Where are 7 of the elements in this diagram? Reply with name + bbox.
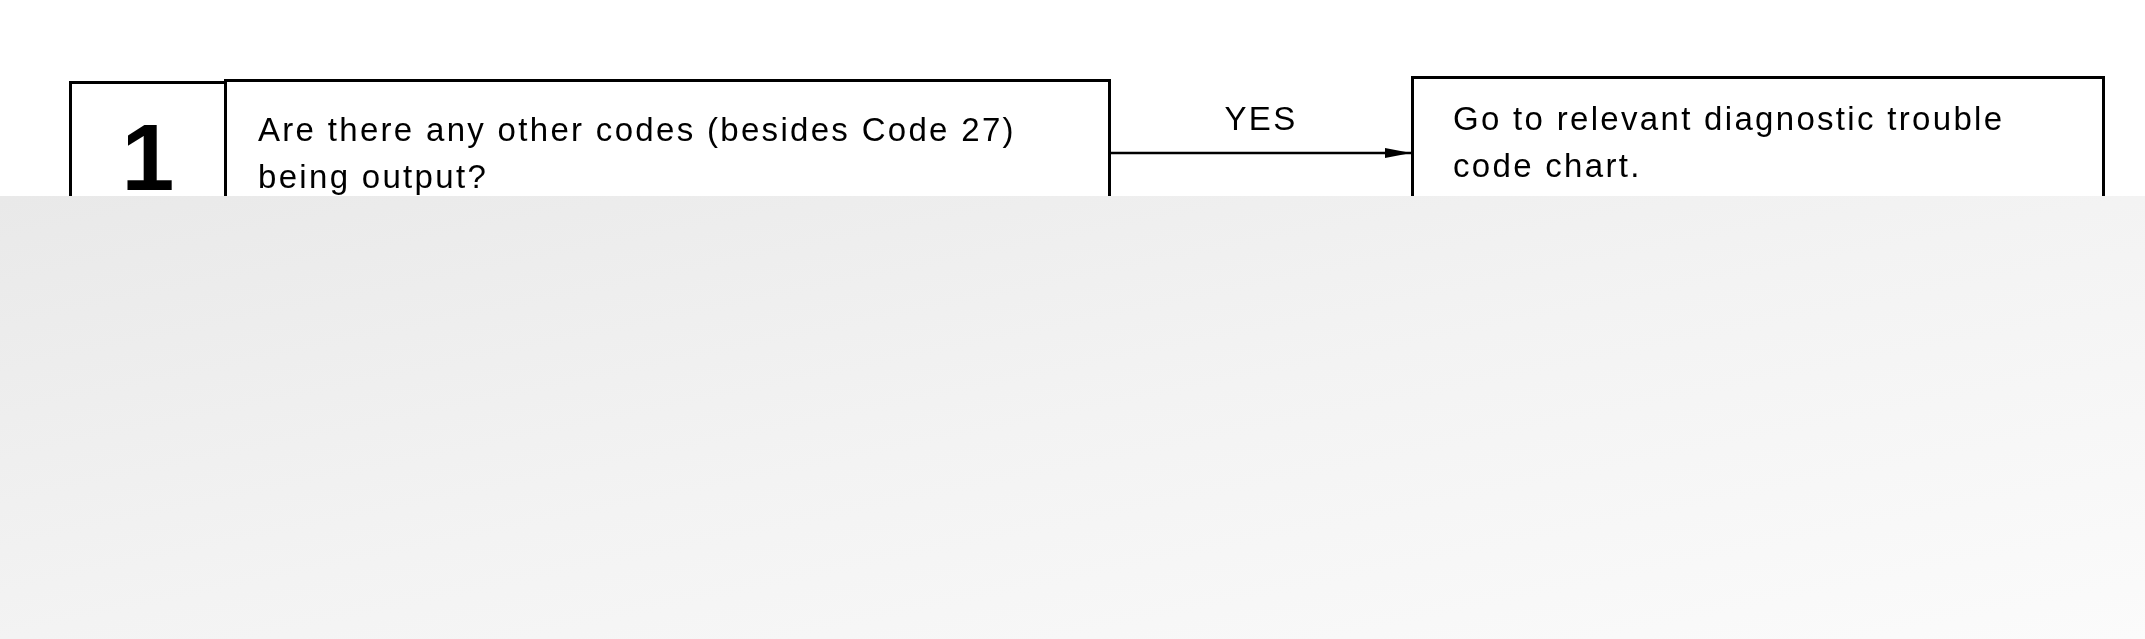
step-number-box (69, 81, 227, 196)
question-text: Are there any other codes (besides Code 27) being output? (258, 110, 1017, 197)
arrow (1111, 148, 1411, 158)
action-text: Go to relevant diagnostic trouble code chart. (1453, 99, 2006, 186)
question-box (224, 79, 1111, 196)
action-box (1411, 76, 2105, 196)
step-number: 1 (121, 110, 175, 196)
